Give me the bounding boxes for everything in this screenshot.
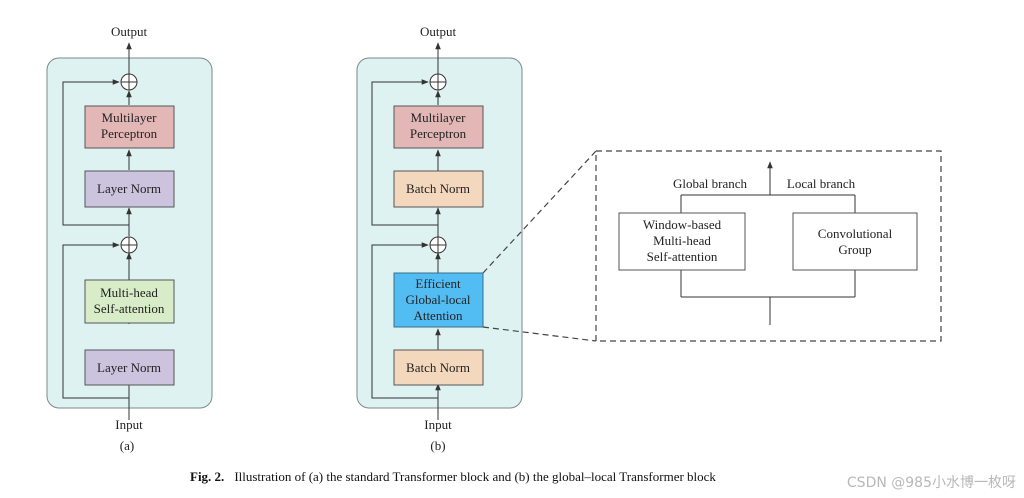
figure-caption: Fig. 2. Illustration of (a) the standard…: [190, 468, 716, 485]
self-attention-label-line1: Multi-head: [100, 285, 158, 300]
efficient-attention-label-line2: Global-local: [406, 292, 471, 307]
watermark: CSDN @985小水博一枚呀: [847, 474, 1016, 491]
batch-norm-bottom-label: Batch Norm: [406, 360, 470, 375]
conv-group-label-line1: Convolutional: [818, 226, 893, 241]
mlp-box-a: [84, 105, 175, 149]
self-attention-box: [84, 279, 175, 324]
caption-prefix: Fig. 2.: [190, 469, 224, 484]
input-label-a: Input: [115, 417, 143, 432]
detail-dashed-frame: [595, 150, 942, 342]
layer-norm-top-label: Layer Norm: [97, 181, 161, 196]
add-node-upper-b: [429, 73, 447, 91]
batch-norm-top-box: [393, 170, 484, 208]
local-branch-label: Local branch: [787, 176, 856, 191]
window-attention-label-line2: Multi-head: [653, 233, 711, 248]
panel-a-tag: (a): [120, 438, 134, 453]
global-branch-label: Global branch: [673, 176, 748, 191]
mlp-label-a-line1: Multilayer: [102, 110, 158, 125]
panel-b-tag: (b): [430, 438, 445, 453]
layer-norm-top-box: [84, 170, 175, 208]
self-attention-label-line2: Self-attention: [94, 301, 165, 316]
panel-a: Multilayer Perceptron Layer Norm Multi-h…: [46, 24, 213, 453]
add-node-lower: [120, 236, 138, 254]
caption-text: Illustration of (a) the standard Transfo…: [234, 469, 716, 484]
efficient-attention-label-line3: Attention: [413, 308, 463, 323]
convolutional-group-box: [792, 212, 918, 271]
conv-group-label-line2: Group: [838, 242, 871, 257]
zoom-connector-top: [482, 150, 597, 274]
batch-norm-bottom-box: [393, 349, 484, 386]
efficient-attention-box: [393, 272, 484, 328]
window-attention-label-line1: Window-based: [643, 217, 722, 232]
attention-detail-inset: Global branch Local branch Window-based …: [595, 150, 942, 342]
input-label-b: Input: [424, 417, 452, 432]
mlp-label-a-line2: Perceptron: [101, 126, 158, 141]
mlp-box-b: [393, 105, 484, 149]
mlp-label-b-line2: Perceptron: [410, 126, 467, 141]
window-attention-label-line3: Self-attention: [647, 249, 718, 264]
batch-norm-top-label: Batch Norm: [406, 181, 470, 196]
zoom-connector-bottom: [482, 326, 597, 342]
layer-norm-bottom-label: Layer Norm: [97, 360, 161, 375]
output-label-a: Output: [111, 24, 148, 39]
add-node-lower-b: [429, 236, 447, 254]
panel-b: Multilayer Perceptron Batch Norm Efficie…: [356, 24, 523, 453]
output-label-b: Output: [420, 24, 457, 39]
efficient-attention-label-line1: Efficient: [415, 276, 461, 291]
layer-norm-bottom-box: [84, 349, 175, 386]
window-attention-box: [618, 212, 746, 271]
mlp-label-b-line1: Multilayer: [411, 110, 467, 125]
add-node-upper: [120, 73, 138, 91]
